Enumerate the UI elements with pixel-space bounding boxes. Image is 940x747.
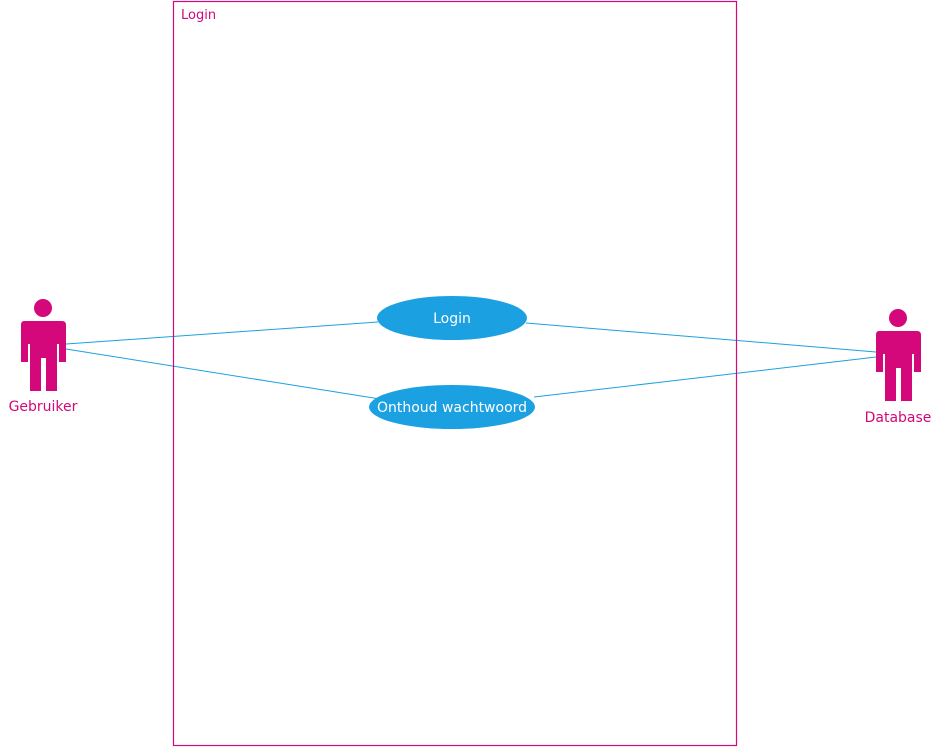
association-onthoud-database (533, 356, 877, 398)
actor-icon (21, 299, 66, 391)
association-login-database (525, 322, 877, 353)
use-case-onthoud-wachtwoord[interactable]: Onthoud wachtwoord (369, 385, 535, 429)
associations (65, 321, 877, 400)
actor-database[interactable]: Database (865, 309, 932, 426)
use-case-onthoud-label: Onthoud wachtwoord (377, 400, 527, 416)
use-case-login[interactable]: Login (377, 296, 527, 340)
association-gebruiker-onthoud (65, 348, 381, 400)
system-boundary-label: Login (181, 8, 216, 23)
use-case-login-ellipse[interactable] (377, 296, 527, 340)
actor-icon (876, 309, 921, 401)
association-gebruiker-login (65, 321, 379, 345)
system-boundary: Login (172, 0, 738, 747)
use-case-onthoud-ellipse[interactable] (369, 385, 535, 429)
actor-gebruiker-label: Gebruiker (9, 399, 78, 415)
actor-gebruiker[interactable]: Gebruiker (9, 299, 78, 415)
system-boundary-rect (172, 0, 738, 747)
use-case-login-label: Login (433, 311, 471, 327)
actor-database-label: Database (865, 410, 932, 426)
